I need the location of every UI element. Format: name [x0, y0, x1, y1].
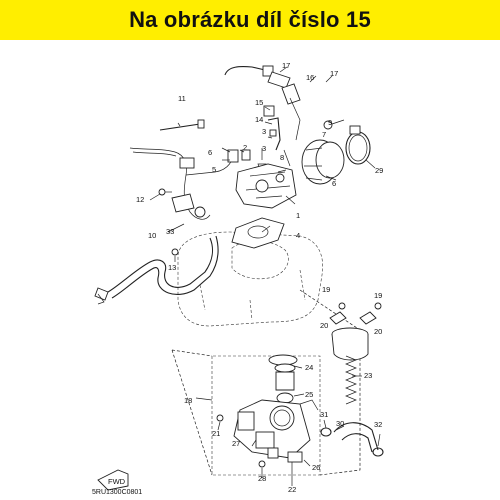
callout-19b: 19	[374, 291, 382, 300]
callout-6b: 6	[332, 179, 336, 188]
callout-17: 17	[282, 61, 290, 70]
callout-24: 24	[305, 363, 313, 372]
callout-labels: 17 16 17 11 15 14 9 7 3 6 2 3 5 8 29 6 1…	[136, 61, 383, 494]
callout-32: 32	[374, 420, 382, 429]
upper-sensor-cable	[224, 65, 301, 141]
callout-20b: 20	[374, 327, 382, 336]
outlet-hose	[320, 422, 384, 457]
callout-22: 22	[288, 485, 296, 494]
bolt-13	[171, 248, 179, 256]
diagram-code: 5RU1300C0801	[92, 489, 143, 496]
callout-29: 29	[375, 166, 383, 175]
callout-33: 33	[166, 227, 174, 236]
callout-14: 14	[255, 115, 263, 124]
callout-26: 26	[312, 463, 320, 472]
callout-23: 23	[364, 371, 372, 380]
callout-5: 5	[212, 165, 216, 174]
callout-11: 11	[178, 94, 186, 103]
leader-lines	[149, 66, 381, 486]
intake-joint	[301, 120, 345, 185]
engine-outline	[177, 231, 323, 327]
callout-4: 4	[296, 231, 300, 240]
callout-6: 6	[208, 148, 212, 157]
callout-25: 25	[305, 390, 313, 399]
breather-hose	[94, 235, 219, 305]
cover-and-screws	[329, 302, 382, 361]
callout-9: 9	[328, 118, 332, 127]
callout-8: 8	[280, 153, 284, 162]
screw-12	[158, 188, 172, 196]
title-banner: Na obrázku díl číslo 15	[0, 0, 500, 40]
callout-20: 20	[320, 321, 328, 330]
callout-27: 27	[232, 439, 240, 448]
callout-28: 28	[258, 474, 266, 483]
callout-1: 1	[296, 211, 300, 220]
callout-7: 7	[322, 130, 326, 139]
spring	[345, 355, 357, 405]
callout-31: 31	[320, 410, 328, 419]
callout-16: 16	[306, 73, 314, 82]
callout-18: 18	[184, 396, 192, 405]
callout-15: 15	[255, 98, 263, 107]
callout-21: 21	[212, 429, 220, 438]
wire-harness	[129, 147, 234, 220]
gasket	[231, 217, 285, 249]
page-title: Na obrázku díl číslo 15	[129, 7, 371, 32]
callout-3b: 3	[262, 144, 266, 153]
hose-clamp-29	[345, 125, 371, 165]
fwd-arrow-icon: FWD	[97, 469, 129, 491]
cable-tie	[159, 119, 205, 131]
throttle-body	[216, 354, 319, 468]
callout-17b: 17	[330, 69, 338, 78]
callout-30: 30	[336, 419, 344, 428]
exploded-parts-diagram: FWD 17 16 17	[94, 61, 384, 494]
svg-text:FWD: FWD	[108, 477, 126, 486]
callout-19: 19	[322, 285, 330, 294]
callout-10: 10	[148, 231, 156, 240]
intake-joint-assembly	[227, 149, 297, 209]
small-hoses	[257, 105, 281, 171]
callout-12: 12	[136, 195, 144, 204]
callout-13: 13	[168, 263, 176, 272]
callout-2: 2	[243, 143, 247, 152]
callout-3: 3	[262, 127, 266, 136]
